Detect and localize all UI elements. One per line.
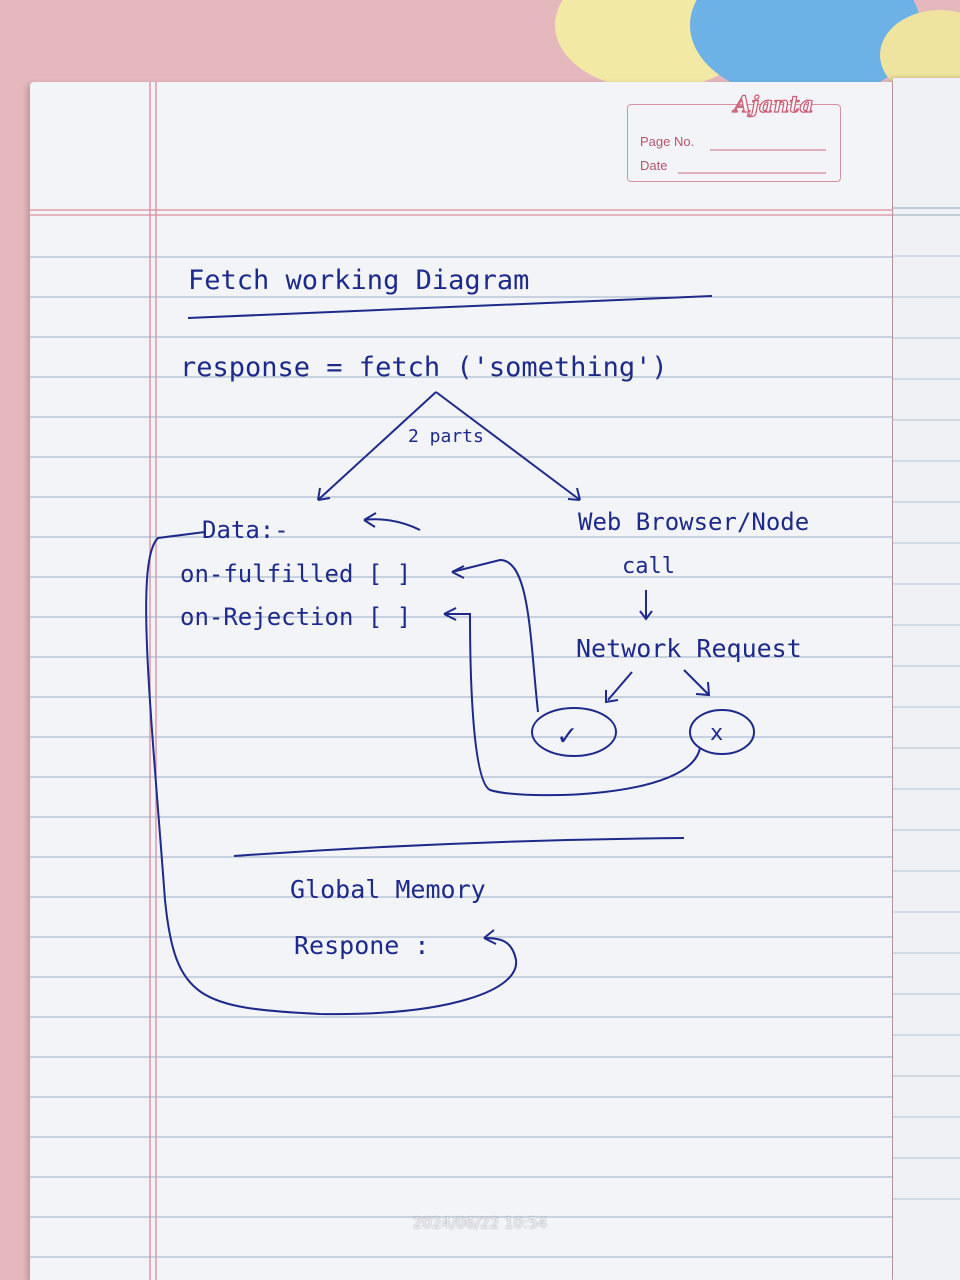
section-divider [233,837,685,857]
success-to-fulfilled-head [451,565,465,579]
header-field-lines [678,149,826,174]
arrow-into-data-head [363,512,377,528]
notebook-page: Ajanta Page No. Date [30,82,892,1280]
photo-timestamp: 2024/06/22 10:54 [412,1214,548,1232]
failure-to-rejection [444,613,701,797]
fulfilled-label: on-fulfilled [ ] [180,560,411,588]
diagram-title: Fetch working Diagram [188,265,529,296]
arrow-to-data-head [317,487,331,501]
fetch-statement: response = fetch ('something') [180,352,668,383]
page-no-label: Page No. [640,134,695,149]
response-label: Respone : [294,931,429,960]
success-symbol: ✓ [558,718,576,753]
data-label: Data:- [202,516,289,544]
global-memory-label: Global Memory [290,875,486,904]
call-arrow [639,590,653,621]
rejection-label: on-Rejection [ ] [180,603,411,631]
call-label: call [622,554,675,579]
failure-arrow [683,669,711,697]
title-underline [187,295,713,319]
page-header-box [627,104,841,182]
failure-symbol: x [710,721,723,746]
ruled-lines [30,82,892,1280]
data-to-response-loop [145,531,518,1016]
success-bubble [531,707,617,757]
data-to-response-head [483,929,497,945]
success-arrow [605,671,633,704]
failure-to-rejection-head [443,607,457,621]
failure-bubble [689,709,755,755]
arrow-to-data [317,391,437,501]
browser-label: Web Browser/Node [578,508,809,536]
split-label: 2 parts [408,426,484,447]
brand-logo: Ajanta [733,91,814,118]
arrow-to-browser [435,391,581,501]
arrow-to-browser-head [567,487,581,501]
arrow-into-data [363,518,421,531]
success-to-fulfilled [451,558,539,713]
date-label: Date [640,158,668,173]
network-label: Network Request [576,634,802,663]
